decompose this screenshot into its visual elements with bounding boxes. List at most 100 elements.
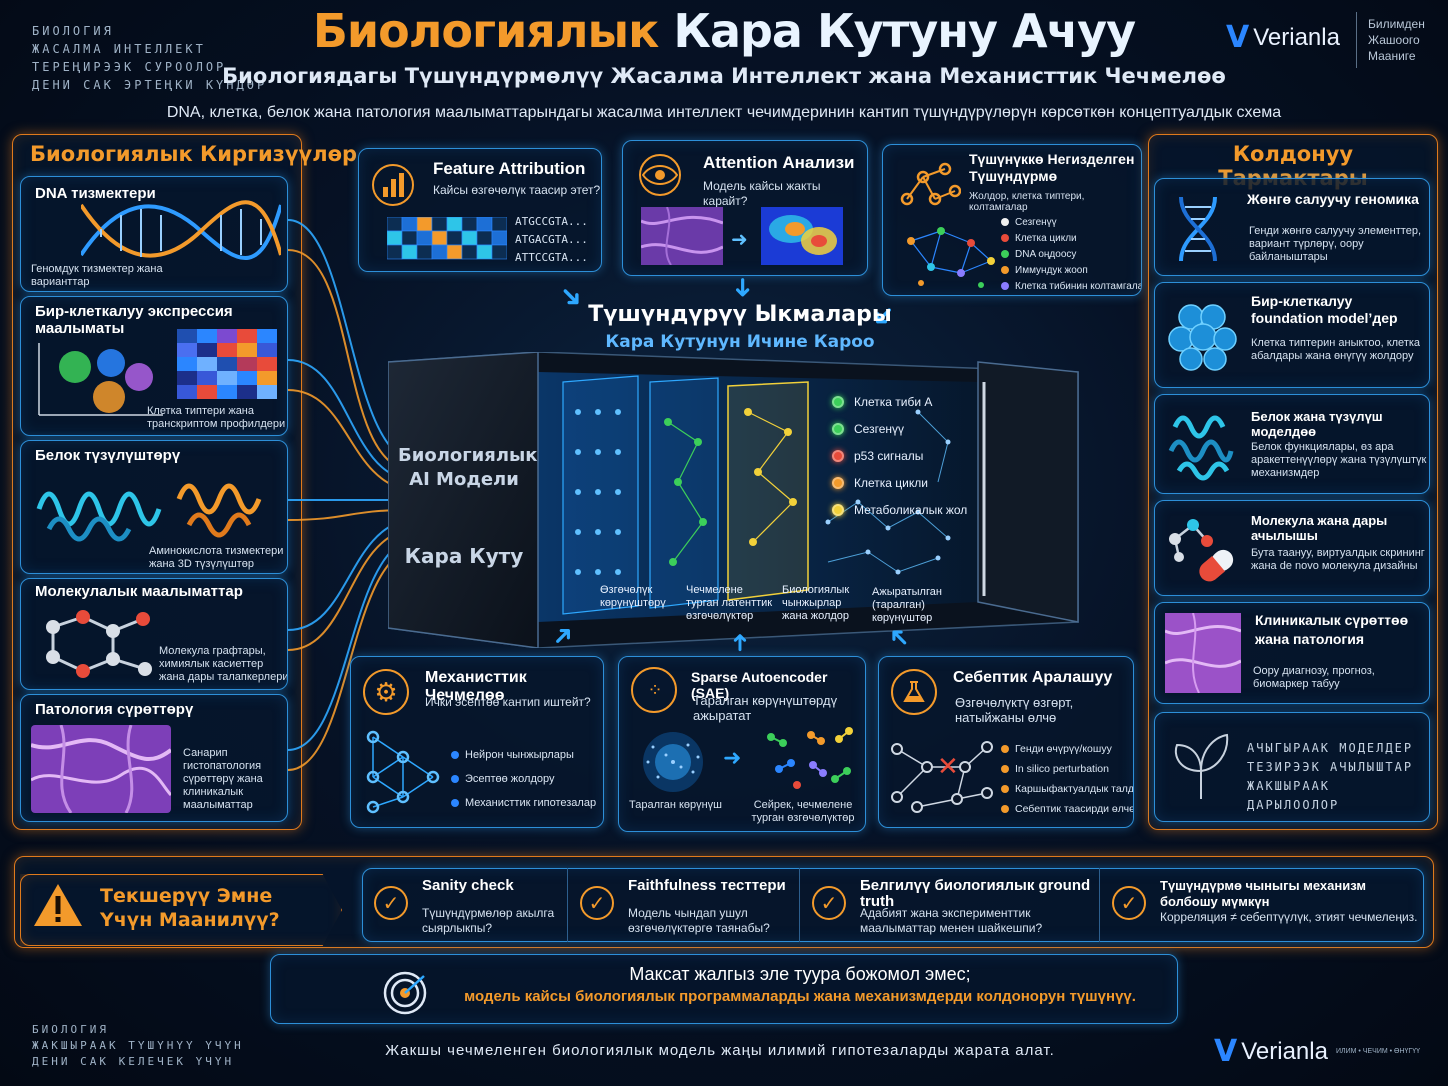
concept-graph-icon — [900, 162, 961, 206]
validation-item-title: Түшүндүрмө чыныгы механизм болбошу мүмкү… — [1160, 878, 1366, 909]
input-card-protein[interactable]: Белок түзүлүштөрү Аминокислота тизмектер… — [20, 440, 288, 574]
molecule-pill-icon — [1169, 519, 1234, 582]
input-card-molecular[interactable]: Молекулалык маалыматтар Молекула графтар… — [20, 578, 288, 690]
card-mechanistic-interpretation[interactable]: ⚙ Механисттик Чечмелөө Ички эсептөө кант… — [350, 656, 604, 828]
card-title: Feature Attribution — [433, 159, 586, 178]
card-question: Ички эсептөө кантип иштейт? — [425, 695, 591, 709]
list-item: Клетка тибинин колтамгалары — [1001, 279, 1142, 295]
app-text: Генди жөнгө салуучу элементтер, вариант … — [1249, 225, 1421, 263]
goal-panel — [270, 954, 1178, 1024]
corner-line: ДЕНИ САК ЭРТЕҢКИ КҮНДӨР — [32, 78, 268, 92]
page-subtitle: Биологиядагы Түшүндүрмөлүү Жасалма Интел… — [222, 64, 1226, 88]
list-item: Каршыфактуалдык талдоо — [1001, 779, 1133, 799]
protein-icon — [1168, 415, 1234, 481]
check-icon: ✓ — [580, 886, 614, 920]
brand-logo: V Verianla — [1226, 20, 1340, 55]
footer-logo: V Verianla — [1214, 1034, 1328, 1069]
list-item-label: Себептик таасирди өлчөө — [1015, 803, 1134, 815]
concept-activation: p53 сигналы — [832, 442, 967, 469]
bullet-dot-icon — [1001, 266, 1009, 275]
sparse-features-icon — [767, 727, 853, 789]
card-question: Кайсы өзгөчөлүк таасир этет? — [433, 183, 601, 197]
model-label: Биологиялык AI Модели — [398, 445, 538, 490]
check-icon: ✓ — [1112, 886, 1146, 920]
app-footer-text: АЧЫГЫРААК МОДЕЛДЕР ТЕЗИРЭЭК АЧЫЛЫШТАР ЖА… — [1247, 739, 1429, 815]
concept-node-icon — [832, 503, 844, 516]
arrow-down-icon: ➜ — [728, 276, 759, 299]
inputs-heading: Биологиялык Киргизүүлөр — [30, 142, 358, 166]
causal-list: Генди өчүрүү/кошуу In silico perturbation… — [1001, 739, 1134, 819]
logo-name: Verianla — [1253, 23, 1340, 51]
card-question: Таралган көрүнүштөрдү ажыратат — [693, 693, 838, 723]
card-sparse-autoencoder[interactable]: ⁘ Sparse Autoencoder (SAE) Таралган көрү… — [618, 656, 866, 832]
methods-title: Түшүндүрүү Ыкмалары — [588, 302, 892, 327]
concept-activation: Клетка тиби A — [832, 388, 967, 415]
footer-text: Жакшы чечмеленген биологиялык модель жаң… — [385, 1042, 1055, 1059]
concept-label: p53 сигналы — [854, 448, 924, 463]
app-card-clinical[interactable]: Клиникалык сүрөттөө жана патология Оору … — [1154, 602, 1430, 704]
bullet-dot-icon — [1001, 805, 1009, 814]
list-item-label: Генди өчүрүү/кошуу — [1015, 743, 1112, 755]
bullet-dot-icon — [1001, 218, 1009, 227]
input-caption: Клетка типтери жана транскриптом профилд… — [147, 405, 286, 430]
layer-caption: Биологиялык чынжырлар жана жолдор — [782, 584, 850, 622]
list-item: Механисттик гипотезалар — [451, 791, 596, 815]
app-card-drug-discovery[interactable]: Молекула жана дары ачылышы Бута таануу, … — [1154, 500, 1430, 596]
layer-caption: Чечмелене турган латенттик өзгөчөлүктөр — [686, 584, 773, 622]
input-card-pathology[interactable]: Патология сүрөттөрү Санарип гистопатолог… — [20, 694, 288, 822]
corner-line: БИОЛОГИЯ — [32, 24, 114, 38]
goal-line-2: модель кайсы биологиялык программаларды … — [464, 988, 1136, 1005]
title-part-2: Кара Кутуну Ачуу — [673, 4, 1136, 58]
validation-heading-box — [20, 874, 342, 946]
list-item: Эсептөө жолдору — [451, 767, 596, 791]
input-title: Бир-клеткалуу экспрессия маалыматы — [35, 303, 233, 337]
concept-node-icon — [832, 422, 844, 435]
card-feature-attribution[interactable]: Feature Attribution Кайсы өзгөчөлүк таас… — [358, 148, 602, 272]
attention-heatmap-icon — [761, 207, 843, 265]
list-item: Клетка цикли — [1001, 231, 1141, 247]
list-item-label: In silico perturbation — [1015, 763, 1109, 775]
app-title: Бир-клеткалуу foundation model’дер — [1251, 293, 1398, 326]
input-card-dna[interactable]: DNA тизмектери Геномдук тизмектер жана в… — [20, 176, 288, 292]
arrow-right-icon: ➜ — [731, 229, 748, 251]
app-card-single-cell[interactable]: Бир-клеткалуу foundation model’дер Клетк… — [1154, 282, 1430, 388]
input-caption: Санарип гистопатология сүрөттөрү жана кл… — [183, 747, 263, 811]
logo-tagline-line: Жашоого — [1368, 33, 1420, 47]
title-part-1: Биологиялык — [312, 4, 659, 58]
eye-icon — [639, 154, 681, 196]
validation-item-text: Адабият жана эксперименттик маалыматтар … — [860, 906, 1043, 935]
concept-node-icon — [832, 476, 844, 489]
concept-label: Клетка цикли — [854, 475, 928, 490]
input-caption: Аминокислота тизмектери жана 3D түзүлүшт… — [149, 545, 284, 570]
list-item-label: Иммундук жооп — [1015, 265, 1088, 276]
bullet-dot-icon — [1001, 250, 1009, 259]
app-card-protein[interactable]: Белок жана түзүлүш моделдөө Белок функци… — [1154, 394, 1430, 494]
sequence-list: ATGCCGTA... ATGACGTA... ATTCCGTA... — [515, 213, 588, 267]
layer-caption: Ажыратылган (таралган) көрүнүштөр — [872, 586, 942, 624]
card-concept-explanation[interactable]: Түшүнүккө Негизделген Түшүндүрмө Жолдор,… — [882, 144, 1142, 296]
corner-tagline-top: БИОЛОГИЯ ЖАСАЛМА ИНТЕЛЛЕКТ ТЕРЕҢИРЭЭК СУ… — [32, 22, 267, 94]
concept-label: Клетка тиби A — [854, 394, 933, 409]
list-item-label: Сезгенүү — [1015, 217, 1057, 228]
check-icon: ✓ — [812, 886, 846, 920]
app-card-genomics[interactable]: Жөнгө салуучу геномика Генди жөнгө салуу… — [1154, 178, 1430, 276]
arrow-up-icon: ➜ — [726, 632, 754, 653]
corner-line: БИОЛОГИЯ — [32, 1023, 109, 1036]
validation-heading: Текшерүү Эмне Үчүн Маанилүү? — [100, 885, 280, 931]
card-causal-intervention[interactable]: Себептик Аралашуу Өзгөчөлүктү өзгөрт, на… — [878, 656, 1134, 828]
input-card-single-cell[interactable]: Бир-клеткалуу экспрессия маалыматы Клетк… — [20, 296, 288, 436]
concept-activation: Метаболикалык жол — [832, 496, 967, 523]
card-attention-analysis[interactable]: Attention Анализи Модель кайсы жакты кар… — [622, 140, 868, 276]
bar-chart-icon — [372, 164, 414, 206]
validation-item-title: Faithfulness тесттери — [628, 877, 786, 894]
corner-line: ДЕНИ САК КЕЛЕЧЕК ҮЧҮН — [32, 1055, 235, 1068]
input-title: Белок түзүлүштөрү — [35, 447, 181, 464]
list-item-label: Клетка тибинин колтамгалары — [1015, 281, 1142, 292]
bullet-dot-icon — [1001, 765, 1009, 774]
methods-subtitle: Кара Кутунун Ичине Кароо — [605, 332, 875, 352]
card-question: Өзгөчөлүктү өзгөрт, натыйжаны өлчө — [955, 695, 1074, 725]
